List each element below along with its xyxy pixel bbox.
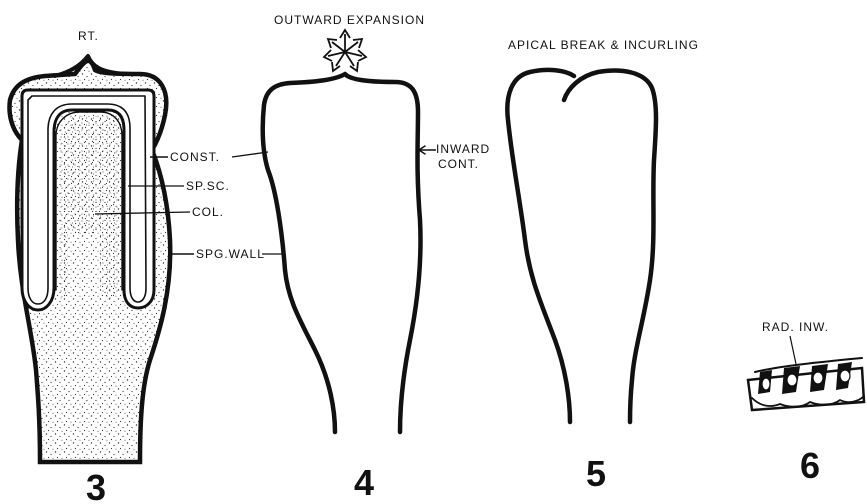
label-const: CONST. [170, 150, 220, 164]
figure-6: RAD. INW. [748, 320, 864, 410]
sporangium-incurl-fig5 [564, 71, 656, 422]
label-rad-inw: RAD. INW. [762, 320, 829, 334]
figure-5: APICAL BREAK & INCURLING [507, 38, 699, 422]
figure-number-6: 6 [800, 445, 820, 486]
label-outward-expansion: OUTWARD EXPANSION [274, 13, 425, 27]
figure-number-4: 4 [354, 462, 374, 503]
label-cont: CONT. [438, 157, 479, 171]
label-spsc: SP.SC. [186, 179, 230, 193]
label-spg-wall: SPG.WALL [196, 247, 265, 261]
figure-number-3: 3 [86, 467, 106, 504]
sporangium-outline-fig5 [507, 70, 574, 422]
sporangium-outline-fig4 [263, 74, 421, 432]
figure-3: RT. CONST. SP.SC. COL. SPG.WALL [10, 29, 265, 462]
figure-number-5: 5 [586, 453, 606, 494]
leader-rad-inw [790, 336, 796, 364]
label-apical-break: APICAL BREAK & INCURLING [508, 38, 699, 52]
outward-arrows [324, 30, 366, 71]
label-inward: INWARD [436, 142, 490, 156]
figure-4: OUTWARD EXPANSION INWARD CONT. [232, 13, 490, 432]
label-rt: RT. [78, 29, 99, 43]
label-col: COL. [192, 205, 224, 219]
